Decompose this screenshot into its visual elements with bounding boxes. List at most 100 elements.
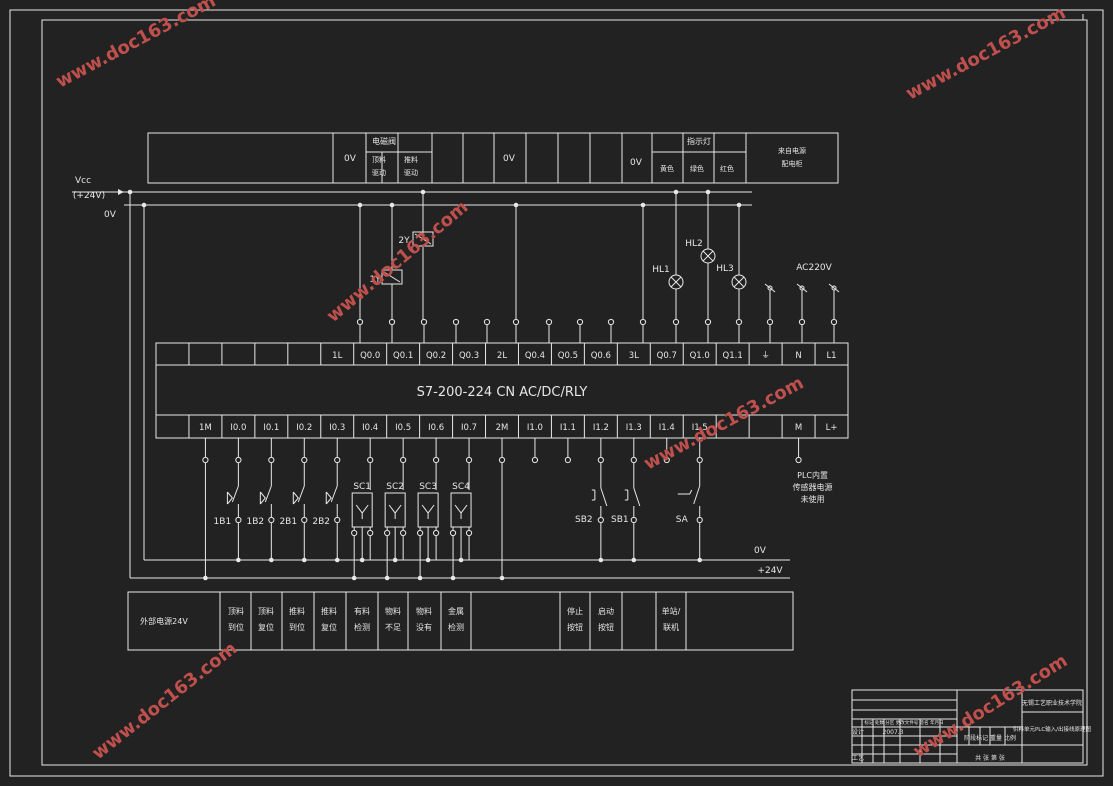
ac-slash [764,283,776,293]
watermark-text: www.doc163.com [902,2,1069,104]
junction-dot [359,557,365,563]
sa-actuator [677,489,693,495]
footer-c6-line: 物料 [385,606,401,616]
footer-c3-line: 到位 [289,622,305,632]
input-terminal [465,456,473,464]
output-cell-label: 1L [332,351,342,361]
sw-terminal [301,516,308,524]
footer-c11-line: 单站/ [662,606,681,616]
footer-c3-line: 推料 [289,606,305,616]
input-terminal [301,456,308,464]
tb-design: 设计 [852,728,864,736]
sb2-label: SB2 [575,515,593,525]
input-cell-label: I0.0 [230,423,246,433]
tb-year: 2007.3 [883,729,904,736]
footer-c2-line: 复位 [258,622,274,632]
ac-slash [828,283,840,293]
sw-blade [330,485,338,503]
hl1-x2 [670,276,682,288]
reed-switch-icon [292,491,299,505]
drawing-frame [9,9,1104,777]
input-cell-label: I1.5 [692,423,708,433]
sb1-actuator [624,489,629,501]
output-terminal [576,318,584,326]
output-terminal [735,318,743,326]
header-green: 绿色 [690,164,704,173]
junction-dot [417,575,423,581]
sa-terminal [696,516,703,524]
input-cell-label: I0.5 [395,423,411,433]
output-cell-label: N [795,351,801,361]
input-cell-label: I0.4 [362,423,378,433]
output-terminal [356,318,364,326]
junction-dot [334,557,340,563]
label-2y: 2Y [398,236,410,246]
footer-table-frame [127,591,794,651]
input-cell-label: L+ [826,423,838,433]
sc-terminal [400,529,407,537]
junction-dot [499,575,505,581]
plc-model: S7-200-224 CN AC/DC/RLY [417,385,588,400]
junction-dot [458,557,464,563]
output-cell-label: Q0.1 [393,351,413,361]
sw-terminal [268,516,275,524]
input-cell-label: I1.2 [593,423,609,433]
outer-border [9,9,1104,777]
arrow [118,189,124,195]
input-cell-label: I0.1 [263,423,279,433]
input-cell-label: I1.1 [560,423,576,433]
input-terminal [400,456,407,464]
header-push-drive-line: 推料 [404,155,418,164]
sa-blade [693,485,701,505]
reed-switch-icon [325,491,332,505]
input-terminal [696,456,703,464]
footer-c5-line: 有料 [354,606,370,616]
sc-terminal [416,529,424,537]
label-1y: 1Y [369,275,381,285]
output-cell-label: Q0.5 [558,351,578,361]
hl2-x2 [702,250,714,262]
output-cell-label: Q0.7 [657,351,677,361]
footer-c6-line: 不足 [385,623,401,632]
tb-school-line: 无锡工艺职业技术学院 [1022,699,1082,707]
sa-label: SA [676,515,689,525]
sb1-label: SB1 [611,515,629,525]
junction-dot [425,557,431,563]
vcc-value: (+24V) [73,191,105,201]
sc-terminal [465,529,473,537]
header-red: 红色 [720,164,734,173]
output-cell-label: L1 [826,351,836,361]
sensor-body [450,492,472,528]
sensor-label: SC3 [419,482,437,492]
output-terminal [420,318,428,326]
footer-c1-line: 到位 [228,622,244,632]
sensor-label: SC1 [353,482,371,492]
watermark-text: www.doc163.com [52,0,219,92]
input-cell-label: I0.6 [428,423,444,433]
input-terminal [334,456,341,464]
header-power-source-line: 配电柜 [782,159,803,168]
plc-sensor-note-line: PLC内置 [797,470,828,480]
footer-c2-line: 顶料 [258,606,274,616]
sw-terminal [334,516,341,524]
footer-c4-line: 复位 [321,622,337,632]
reed-symbol [325,491,332,505]
junction-dot [301,557,307,563]
reed-label: 2B1 [279,517,297,527]
watermark-text: www.doc163.com [88,638,241,764]
footer-c9-line: 按钮 [567,622,583,632]
output-terminal [483,318,491,326]
header-yellow: 黄色 [660,164,674,173]
reed-symbol [292,491,299,505]
footer-c11-line: 联机 [663,622,679,632]
ac220-label: AC220V [796,263,832,273]
